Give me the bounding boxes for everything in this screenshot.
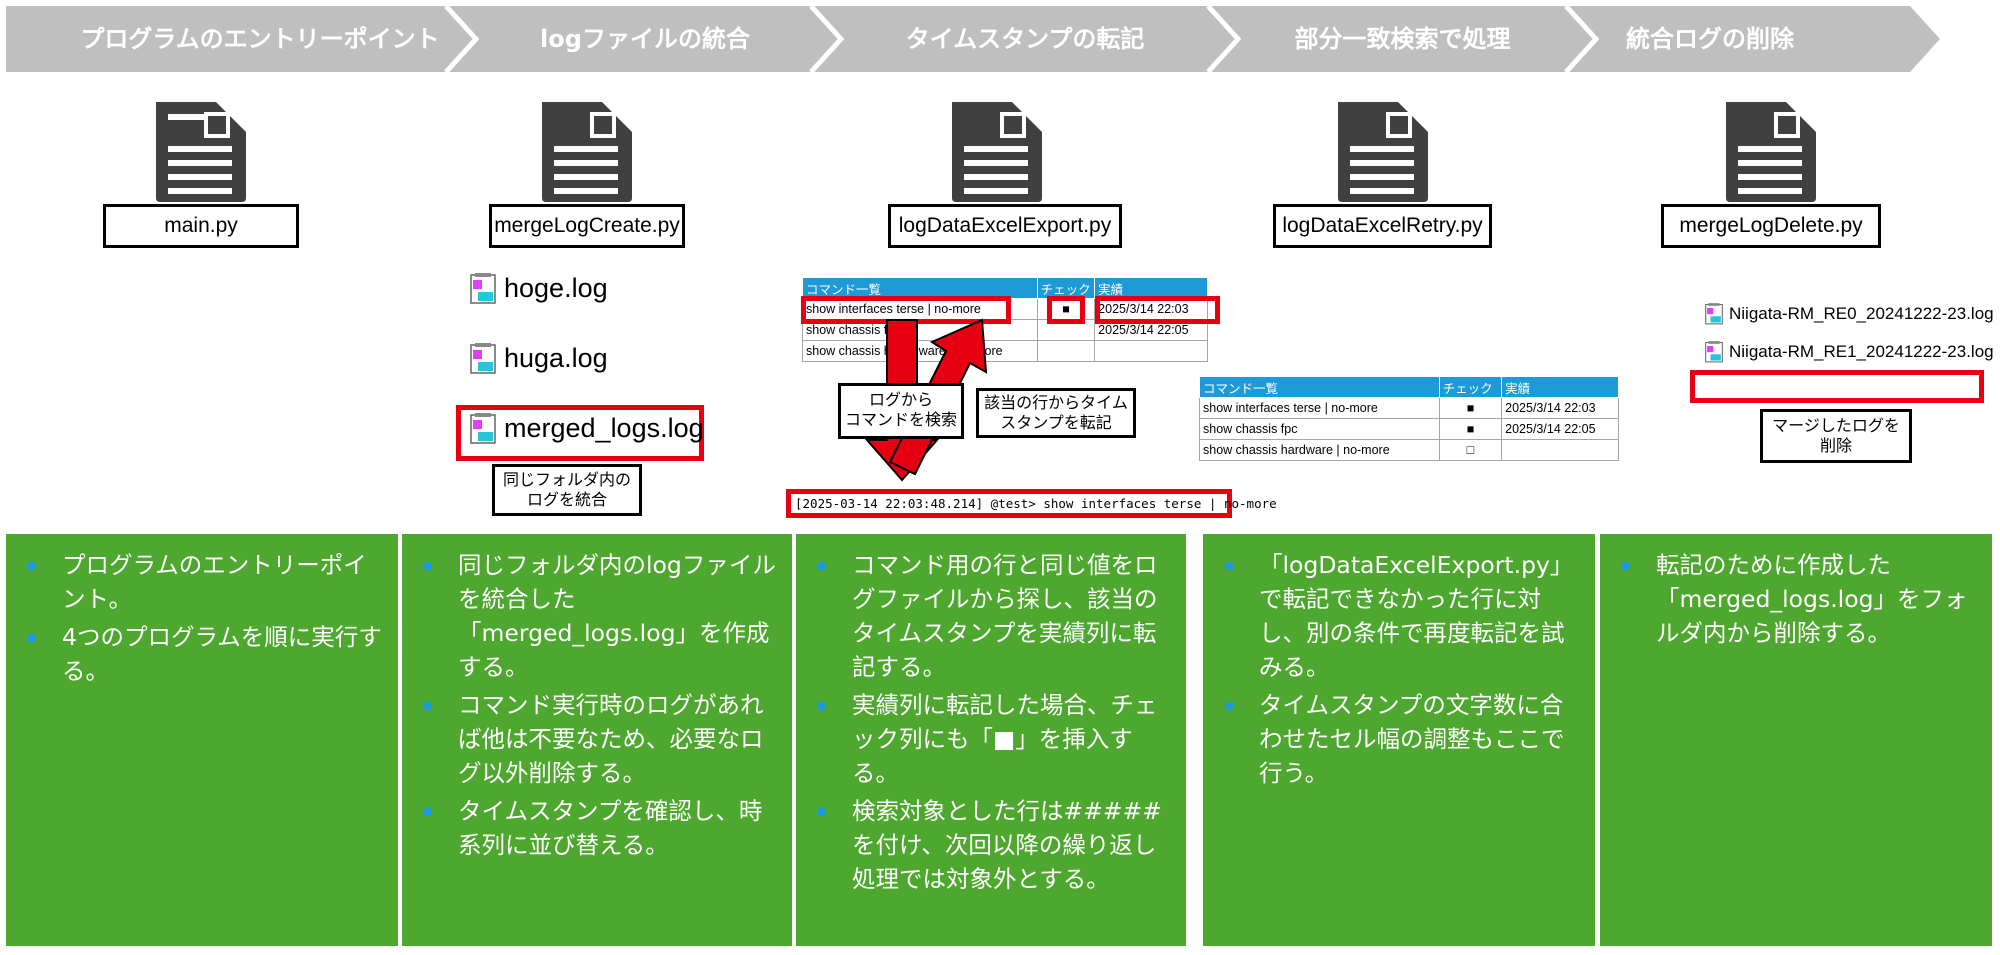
step-header-2: logファイルの統合 [540, 25, 750, 53]
log-file-name: huga.log [504, 342, 608, 373]
result-cell: 2025/3/14 22:03 [1094, 298, 1208, 320]
table-header: コマンド一覧 [802, 277, 1038, 299]
log-file-item: Niigata-RM_RE1_20241222-23.log [1705, 340, 1994, 363]
chevron-separator [1206, 4, 1242, 74]
document-icon [952, 102, 1042, 202]
document-icon [1726, 102, 1816, 202]
log-file-icon [470, 343, 496, 374]
note-line: 削除 [1819, 436, 1852, 455]
table-header: 実績 [1094, 277, 1208, 299]
table-header: 実績 [1501, 376, 1619, 398]
chevron-separator [809, 4, 845, 74]
note-line: コマンドを検索 [844, 410, 957, 429]
file-label-main: main.py [103, 204, 299, 248]
command-cell: show chassis hardware | no-more [1199, 439, 1440, 461]
retry-table: コマンド一覧 チェック 実績 show interfaces terse | n… [1199, 376, 1619, 461]
table-row: show chassis fpc ■ 2025/3/14 22:05 [1199, 418, 1619, 440]
table-header: コマンド一覧 [1199, 376, 1440, 398]
log-line: [2025-03-14 22:03:48.214] @test> show in… [786, 489, 1277, 518]
bullet-item: 転記のために作成した「merged_logs.log」をフォルダ内から削除する。 [1614, 548, 1978, 650]
deleted-log-placeholder [1690, 370, 1984, 403]
check-cell: ■ [1438, 397, 1503, 419]
description-panel-1: プログラムのエントリーポイント。 4つのプログラムを順に実行する。 [6, 534, 398, 946]
chevron-separator [444, 4, 480, 74]
log-file-name: merged_logs.log [504, 412, 704, 443]
result-cell: 2025/3/14 22:05 [1094, 319, 1208, 341]
bullet-item: タイムスタンプの文字数に合わせたセル幅の調整もここで行う。 [1217, 688, 1581, 790]
log-file-item: hoge.log [470, 272, 608, 304]
document-icon [1338, 102, 1428, 202]
check-cell: □ [1438, 439, 1503, 461]
note-line: 該当の行からタイム [984, 393, 1128, 412]
file-label-merge-log-delete: mergeLogDelete.py [1661, 204, 1881, 248]
note-line: 同じフォルダ内の [502, 470, 631, 489]
log-file-name: hoge.log [504, 272, 608, 303]
description-panel-5: 転記のために作成した「merged_logs.log」をフォルダ内から削除する。 [1600, 534, 1992, 946]
description-panel-3: コマンド用の行と同じ値をログファイルから探し、該当のタイムスタンプを実績列に転記… [796, 534, 1186, 946]
note-line: スタンプを転記 [1000, 413, 1112, 432]
result-highlight [1095, 296, 1220, 324]
command-cell: show interfaces terse | no-more [1199, 397, 1440, 419]
check-cell: ■ [1438, 418, 1503, 440]
log-file-item: huga.log [470, 342, 608, 374]
bullet-item: 同じフォルダ内のlogファイルを統合した「merged_logs.log」を作成… [416, 548, 778, 684]
bullet-item: 実績列に転記した場合、チェック列にも「■」を挿入する。 [810, 688, 1172, 790]
note-line: ログから [868, 390, 933, 409]
note-line: ログを統合 [526, 490, 607, 509]
step-header-3: タイムスタンプの転記 [905, 25, 1145, 53]
result-cell [1094, 340, 1208, 362]
bullet-item: 検索対象とした行は#####を付け、次回以降の繰り返し処理では対象外とする。 [810, 794, 1172, 896]
note-line: マージしたログを [1772, 416, 1900, 435]
result-cell: 2025/3/14 22:03 [1501, 397, 1619, 419]
check-cell [1036, 340, 1096, 362]
log-file-icon [1705, 303, 1723, 325]
log-file-icon [470, 273, 496, 304]
bullet-item: コマンド用の行と同じ値をログファイルから探し、該当のタイムスタンプを実績列に転記… [810, 548, 1172, 684]
command-cell: show interfaces terse | no-more [802, 298, 1038, 320]
delete-note: マージしたログを 削除 [1760, 409, 1912, 463]
bullet-item: 「logDataExcelExport.py」で転記できなかった行に対し、別の条… [1217, 548, 1581, 684]
log-file-name: Niigata-RM_RE1_20241222-23.log [1729, 341, 1994, 361]
document-icon [542, 102, 632, 202]
bullet-item: プログラムのエントリーポイント。 [20, 548, 384, 616]
command-text: show chassis h [806, 344, 891, 358]
description-panel-2: 同じフォルダ内のlogファイルを統合した「merged_logs.log」を作成… [402, 534, 792, 946]
document-icon [156, 102, 246, 202]
merged-log-highlight [456, 405, 704, 461]
description-panel-4: 「logDataExcelExport.py」で転記できなかった行に対し、別の条… [1203, 534, 1595, 946]
result-cell [1501, 439, 1619, 461]
copy-note: 該当の行からタイム スタンプを転記 [976, 388, 1136, 438]
log-file-icon [1705, 341, 1723, 363]
check-highlight [1047, 296, 1085, 324]
file-label-merge-log-create: mergeLogCreate.py [489, 204, 685, 248]
result-cell: 2025/3/14 22:05 [1501, 418, 1619, 440]
bullet-item: タイムスタンプを確認し、時系列に並び替える。 [416, 794, 778, 862]
merged-log-item: merged_logs.log [470, 412, 704, 444]
merge-note: 同じフォルダ内の ログを統合 [492, 464, 642, 516]
chevron-separator [1564, 4, 1600, 74]
table-row: show chassis hardware | no-more □ [1199, 439, 1619, 461]
process-chevron-band [6, 4, 1940, 74]
search-note: ログから コマンドを検索 [838, 383, 964, 439]
file-label-log-data-excel-export: logDataExcelExport.py [888, 204, 1122, 248]
log-file-item: Niigata-RM_RE0_20241222-23.log [1705, 302, 1994, 325]
bullet-item: 4つのプログラムを順に実行する。 [20, 620, 384, 688]
bullet-item: コマンド実行時のログがあれば他は不要なため、必要なログ以外削除する。 [416, 688, 778, 790]
log-file-icon [470, 413, 496, 444]
log-file-name: Niigata-RM_RE0_20241222-23.log [1729, 303, 1994, 323]
table-row: show interfaces terse | no-more ■ 2025/3… [1199, 397, 1619, 419]
step-header-1: プログラムのエントリーポイント [80, 25, 440, 53]
command-cell: show chassis fpc [1199, 418, 1440, 440]
file-label-log-data-excel-retry: logDataExcelRetry.py [1273, 204, 1492, 248]
step-header-4: 部分一致検索で処理 [1294, 25, 1511, 53]
table-header: チェック [1438, 376, 1503, 398]
step-header-5: 統合ログの削除 [1626, 25, 1794, 53]
